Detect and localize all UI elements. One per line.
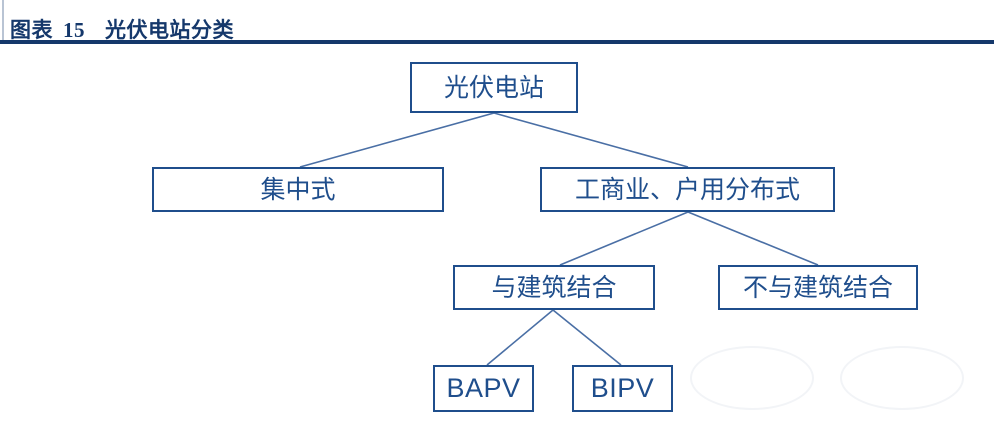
figure-label: 图表 [10, 18, 53, 42]
page-title: 图表 15 光伏电站分类 [10, 14, 234, 44]
node-label: 光伏电站 [443, 73, 544, 102]
edge-root-distributed [493, 112, 689, 168]
figure-header: 图表 15 光伏电站分类 [0, 0, 994, 46]
node-centralized[interactable]: 集中式 [152, 167, 444, 212]
node-label: 工商业、户用分布式 [574, 175, 800, 204]
node-label: BIPV [590, 373, 655, 403]
edge-root-centralized [299, 112, 495, 168]
node-non-building-integrated[interactable]: 不与建筑结合 [718, 265, 918, 310]
node-label: 不与建筑结合 [742, 273, 893, 302]
background-watermark [690, 346, 814, 410]
photovoltaic-classification-tree: 光伏电站 集中式 工商业、户用分布式 与建筑结合 不与建筑结合 BAPV BIP… [0, 46, 994, 422]
node-bapv[interactable]: BAPV [433, 365, 534, 412]
node-distributed[interactable]: 工商业、户用分布式 [540, 167, 835, 212]
edge-bldg-int-bipv [552, 309, 622, 366]
edge-distributed-non-bldg-int [687, 211, 819, 266]
node-label: BAPV [446, 373, 521, 403]
node-label: 与建筑结合 [491, 273, 617, 302]
node-label: 集中式 [260, 175, 336, 204]
edge-bldg-int-bapv [486, 309, 554, 366]
node-building-integrated[interactable]: 与建筑结合 [453, 265, 655, 310]
title-divider [0, 40, 994, 44]
node-bipv[interactable]: BIPV [572, 365, 673, 412]
figure-number: 15 [63, 18, 85, 42]
edge-distributed-bldg-int [559, 211, 689, 266]
background-watermark [840, 346, 964, 410]
connector-layer [299, 112, 819, 366]
node-photovoltaic-plant[interactable]: 光伏电站 [410, 62, 578, 113]
page-margin-rule [2, 0, 4, 40]
figure-subject: 光伏电站分类 [105, 18, 234, 42]
